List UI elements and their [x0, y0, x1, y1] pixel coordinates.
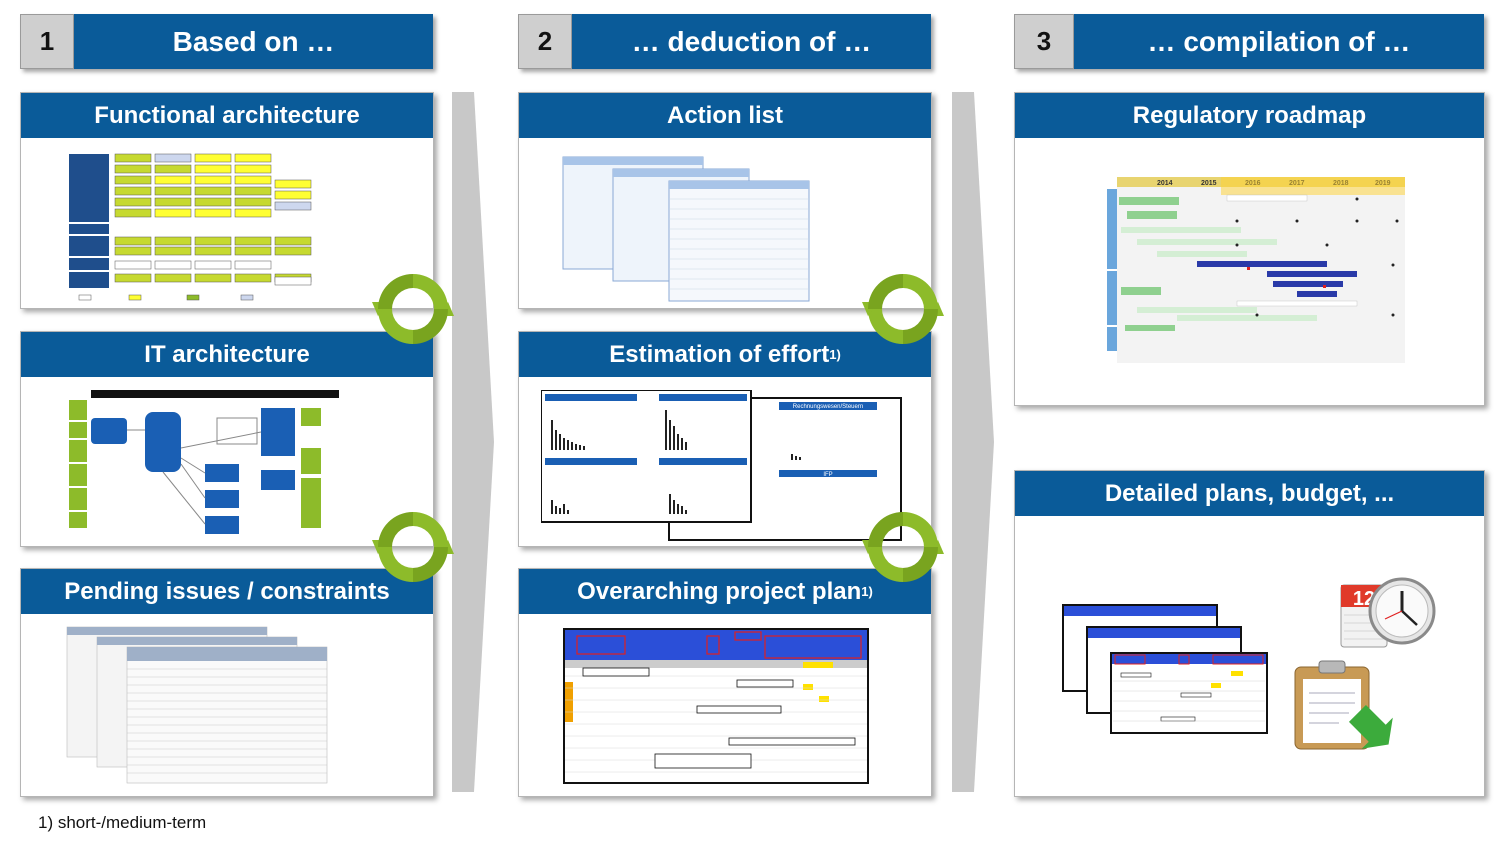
- detailed-plans-thumbnail: [1062, 604, 1268, 734]
- footnote: 1) short-/medium-term: [38, 813, 207, 832]
- it-architecture-thumbnail: [69, 390, 339, 534]
- panel-title-text: Estimation of effort: [609, 340, 830, 368]
- column-header-2: 2 … deduction of …: [518, 14, 931, 69]
- panel-title-text: Overarching project plan: [577, 577, 862, 605]
- action-list-thumbnail: [562, 156, 810, 302]
- column-header-3: 3 … compilation of …: [1014, 14, 1484, 69]
- project-plan-thumbnail: [563, 628, 869, 784]
- cycle-arrows-icon: [862, 512, 944, 582]
- panel-title: Functional architecture: [21, 93, 433, 138]
- column-number: 3: [1014, 14, 1074, 69]
- column-title: … compilation of …: [1074, 14, 1484, 69]
- roadmap-year: 2014: [1157, 180, 1173, 187]
- footnote-marker: 1): [829, 347, 841, 362]
- panel-functional-architecture: Functional architecture: [20, 92, 434, 309]
- roadmap-thumbnail: 2014 2015 2016 2017 2018 2019: [1107, 177, 1405, 363]
- cycle-arrows-icon: [372, 274, 454, 344]
- column-title: … deduction of …: [572, 14, 931, 69]
- panel-title: IT architecture: [21, 332, 433, 377]
- footnote-marker: 1): [861, 584, 873, 599]
- cycle-arrows-icon: [372, 512, 454, 582]
- panel-title: Action list: [519, 93, 931, 138]
- functional-architecture-thumbnail: [69, 153, 312, 301]
- panel-detailed-plans: Detailed plans, budget, ... 12: [1014, 470, 1485, 797]
- pending-issues-thumbnail: [66, 626, 328, 784]
- clipboard-calendar-clock-icon: 12: [1294, 577, 1436, 750]
- flow-chevron-2: [952, 92, 994, 792]
- column-number: 1: [20, 14, 74, 69]
- flow-chevron-1: [452, 92, 494, 792]
- cycle-arrows-icon: [862, 274, 944, 344]
- effort-chart-title: IFP: [823, 472, 832, 478]
- panel-title: Pending issues / constraints: [21, 569, 433, 614]
- panel-title: Detailed plans, budget, ...: [1015, 471, 1484, 516]
- panel-title: Regulatory roadmap: [1015, 93, 1484, 138]
- estimation-charts-thumbnail: Rechnungswesen/Steuern IFP: [541, 390, 902, 541]
- panel-regulatory-roadmap: Regulatory roadmap 2014 2015 2016 2017 2…: [1014, 92, 1485, 406]
- panel-it-architecture: IT architecture: [20, 331, 434, 547]
- column-title: Based on …: [74, 14, 433, 69]
- panel-pending-issues: Pending issues / constraints: [20, 568, 434, 797]
- column-header-1: 1 Based on …: [20, 14, 433, 69]
- effort-chart-title: Rechnungswesen/Steuern: [793, 404, 863, 410]
- column-number: 2: [518, 14, 572, 69]
- panel-action-list: Action list: [518, 92, 932, 309]
- roadmap-year: 2015: [1201, 180, 1217, 187]
